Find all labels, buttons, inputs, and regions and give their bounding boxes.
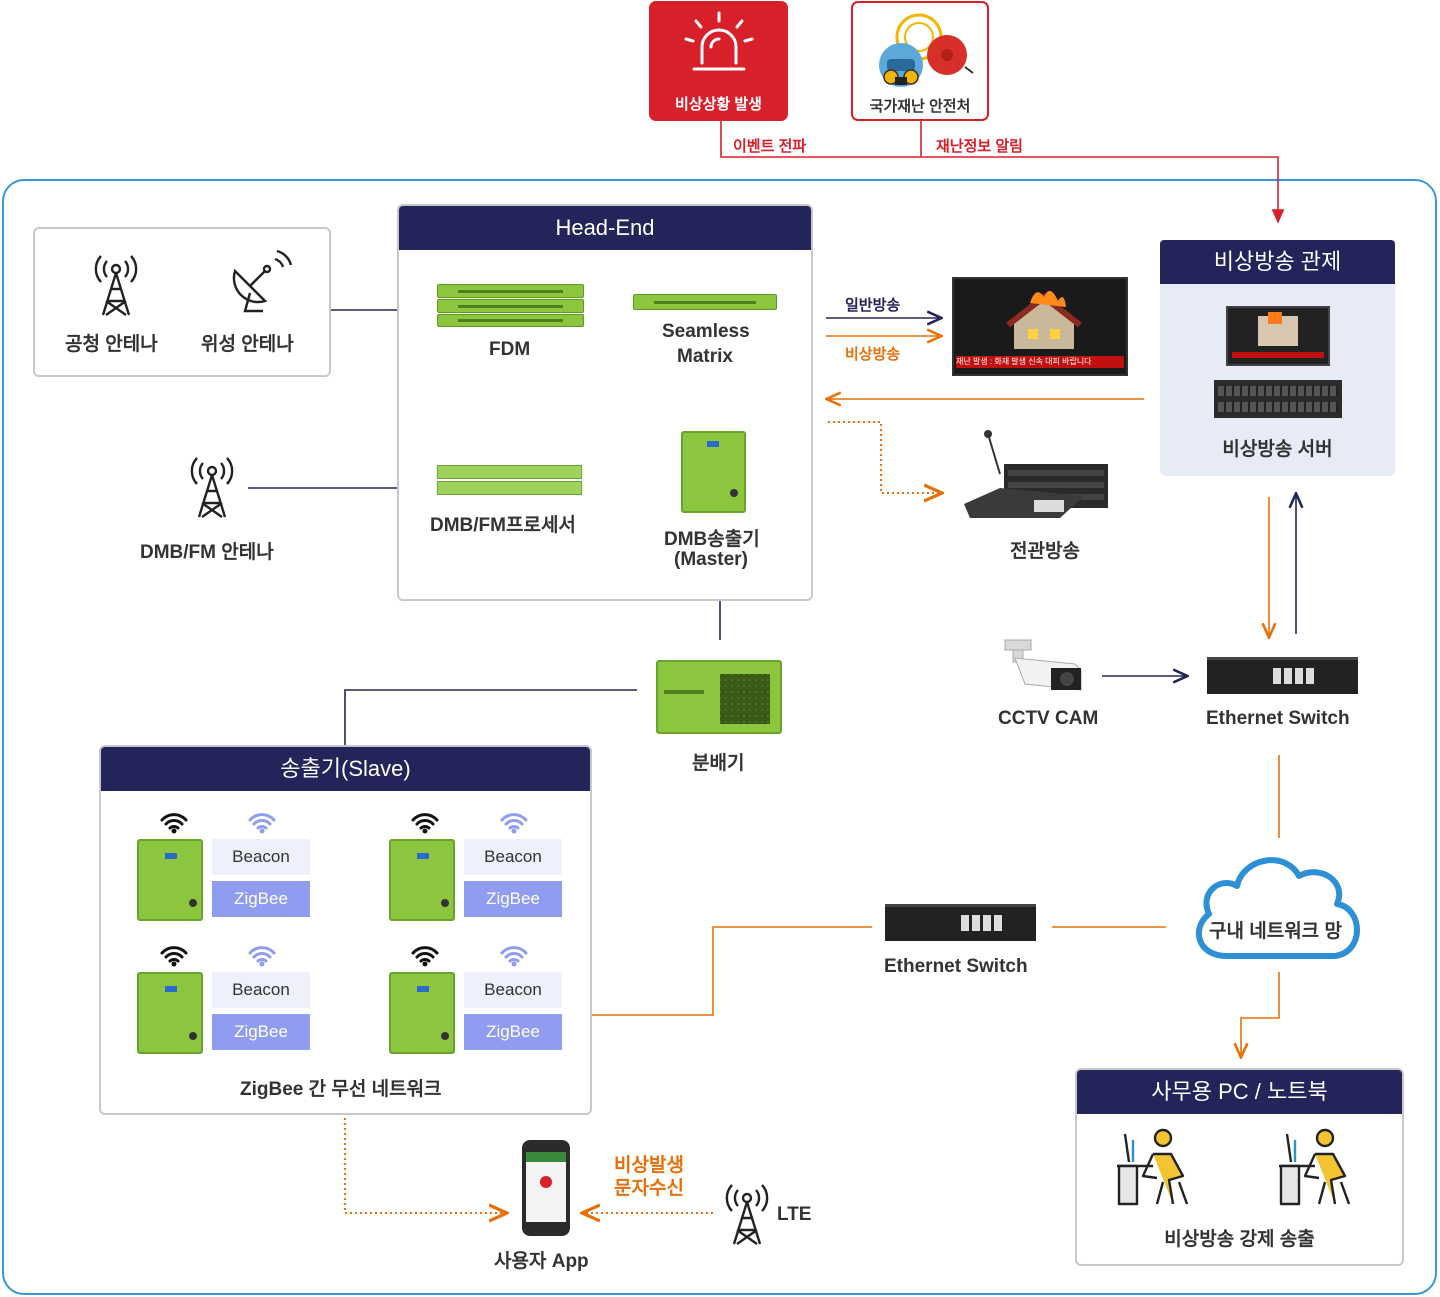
office-title: 사무용 PC / 노트북 (1077, 1070, 1402, 1114)
headend-box: Head-End (397, 204, 813, 601)
zigbee-badge: ZigBee (212, 1014, 310, 1050)
tower-antenna-icon (94, 255, 138, 316)
slave-device (137, 839, 203, 921)
headend-to-allhall-dotted (828, 421, 940, 493)
ethernet-switch-right (1207, 657, 1358, 694)
all-hall-broadcast-label: 전관방송 (1010, 541, 1080, 562)
disaster-agency-label: 국가재난 안전처 (869, 98, 971, 115)
dmb-master-device (681, 431, 746, 513)
fdm-rack-1 (437, 284, 584, 298)
zigbee-badge: ZigBee (464, 1014, 562, 1050)
beacon-badge: Beacon (212, 839, 310, 875)
lte-label: LTE (777, 1204, 812, 1225)
zigbee-badge: ZigBee (464, 881, 562, 917)
house-fire-icon (1006, 290, 1082, 349)
fdm-rack-2 (437, 299, 584, 313)
public-antenna-label: 공청 안테나 (65, 334, 158, 355)
satellite-dish-icon (232, 249, 293, 313)
mid-switch-to-slave-arrow (578, 926, 872, 1015)
emergency-box: 비상상황 발생 (649, 1, 788, 121)
seamless-matrix-device (633, 294, 777, 310)
control-panel: 비상방송 관제 비상방송 서버 (1160, 240, 1395, 476)
user-app-label: 사용자 App (494, 1251, 589, 1272)
emergency-label: 비상상황 발생 (675, 96, 762, 113)
wifi-icon (248, 946, 276, 967)
dmb-fm-antenna-label: DMB/FM 안테나 (140, 542, 274, 563)
dmb-master-label-2: (Master) (674, 549, 748, 570)
slave-device (389, 972, 455, 1054)
ethernet-switch-right-label: Ethernet Switch (1206, 708, 1350, 729)
headend-title: Head-End (399, 206, 811, 250)
event-propagation-label: 이벤트 전파 (733, 138, 807, 155)
wifi-icon (411, 813, 439, 834)
internal-network-label: 구내 네트워크 망 (1209, 921, 1342, 942)
antenna-box: 공청 안테나 위성 안테나 (33, 227, 331, 377)
splitter-to-slave-line (344, 689, 637, 745)
cctv-cam-label: CCTV CAM (998, 708, 1099, 729)
tv-monitor: 재난 발생 : 화재 발생 신속 대피 바랍니다 (952, 277, 1128, 376)
slave-to-app-dotted (344, 1118, 505, 1213)
cctv-camera-icon (1004, 639, 1082, 691)
ethernet-switch-mid (885, 904, 1036, 941)
beacon-badge: Beacon (212, 972, 310, 1008)
slave-device (389, 839, 455, 921)
wifi-icon (248, 813, 276, 834)
broadcast-console-icon (964, 430, 1108, 518)
ethernet-switch-mid-label: Ethernet Switch (884, 956, 1028, 977)
siren-icon (684, 11, 754, 71)
beacon-badge: Beacon (464, 972, 562, 1008)
smartphone (522, 1140, 570, 1236)
server-rack (1214, 380, 1342, 418)
zigbee-badge: ZigBee (212, 881, 310, 917)
gas-mask-bell-icon (879, 13, 974, 87)
tv-ticker: 재난 발생 : 화재 발생 신속 대피 바랍니다 (956, 356, 1124, 368)
wifi-icon (500, 813, 528, 834)
dmb-fm-antenna-icon (190, 457, 234, 518)
beacon-badge: Beacon (464, 839, 562, 875)
office-worker-icon (1279, 1128, 1351, 1206)
dmb-fm-processor-rack-2 (437, 481, 582, 495)
dmb-fm-processor-rack-1 (437, 465, 582, 479)
cloud-to-office-arrow (1241, 972, 1280, 1056)
fdm-rack-3 (437, 314, 584, 327)
office-worker-icon (1117, 1128, 1189, 1206)
sms-label-2: 문자수신 (614, 1178, 684, 1199)
splitter-device (656, 660, 782, 734)
zigbee-network-label: ZigBee 간 무선 네트워크 (240, 1079, 442, 1100)
lte-tower-icon (725, 1184, 769, 1245)
satellite-antenna-label: 위성 안테나 (201, 334, 294, 355)
system-frame (2, 179, 1437, 1295)
fdm-label: FDM (489, 339, 531, 360)
control-title: 비상방송 관제 (1160, 240, 1395, 284)
server-monitor (1226, 306, 1330, 366)
forced-broadcast-label: 비상방송 강제 송출 (1164, 1229, 1315, 1250)
wifi-icon (160, 946, 188, 967)
wifi-icon (500, 946, 528, 967)
dmb-master-label-1: DMB송출기 (664, 529, 760, 550)
sms-label-1: 비상발생 (614, 1155, 684, 1176)
slave-title: 송출기(Slave) (101, 747, 590, 791)
office-box: 사무용 PC / 노트북 비상방송 강제 송출 (1075, 1068, 1404, 1266)
disaster-info-label: 재난정보 알림 (936, 138, 1023, 155)
dmb-fm-processor-label: DMB/FM프로세서 (430, 515, 576, 536)
seamless-matrix-label-1: Seamless (662, 321, 750, 342)
cloud-icon (1195, 857, 1360, 959)
slave-box: 송출기(Slave) (99, 745, 592, 1115)
wifi-icon (160, 813, 188, 834)
event-propagation-line (720, 120, 1285, 224)
disaster-agency-box: 국가재난 안전처 (851, 1, 989, 121)
wifi-icon (411, 946, 439, 967)
server-label: 비상방송 서버 (1222, 439, 1333, 460)
seamless-matrix-label-2: Matrix (677, 346, 733, 367)
slave-device (137, 972, 203, 1054)
splitter-label: 분배기 (692, 753, 745, 774)
general-broadcast-label: 일반방송 (845, 297, 901, 314)
emergency-broadcast-label: 비상방송 (845, 346, 901, 363)
